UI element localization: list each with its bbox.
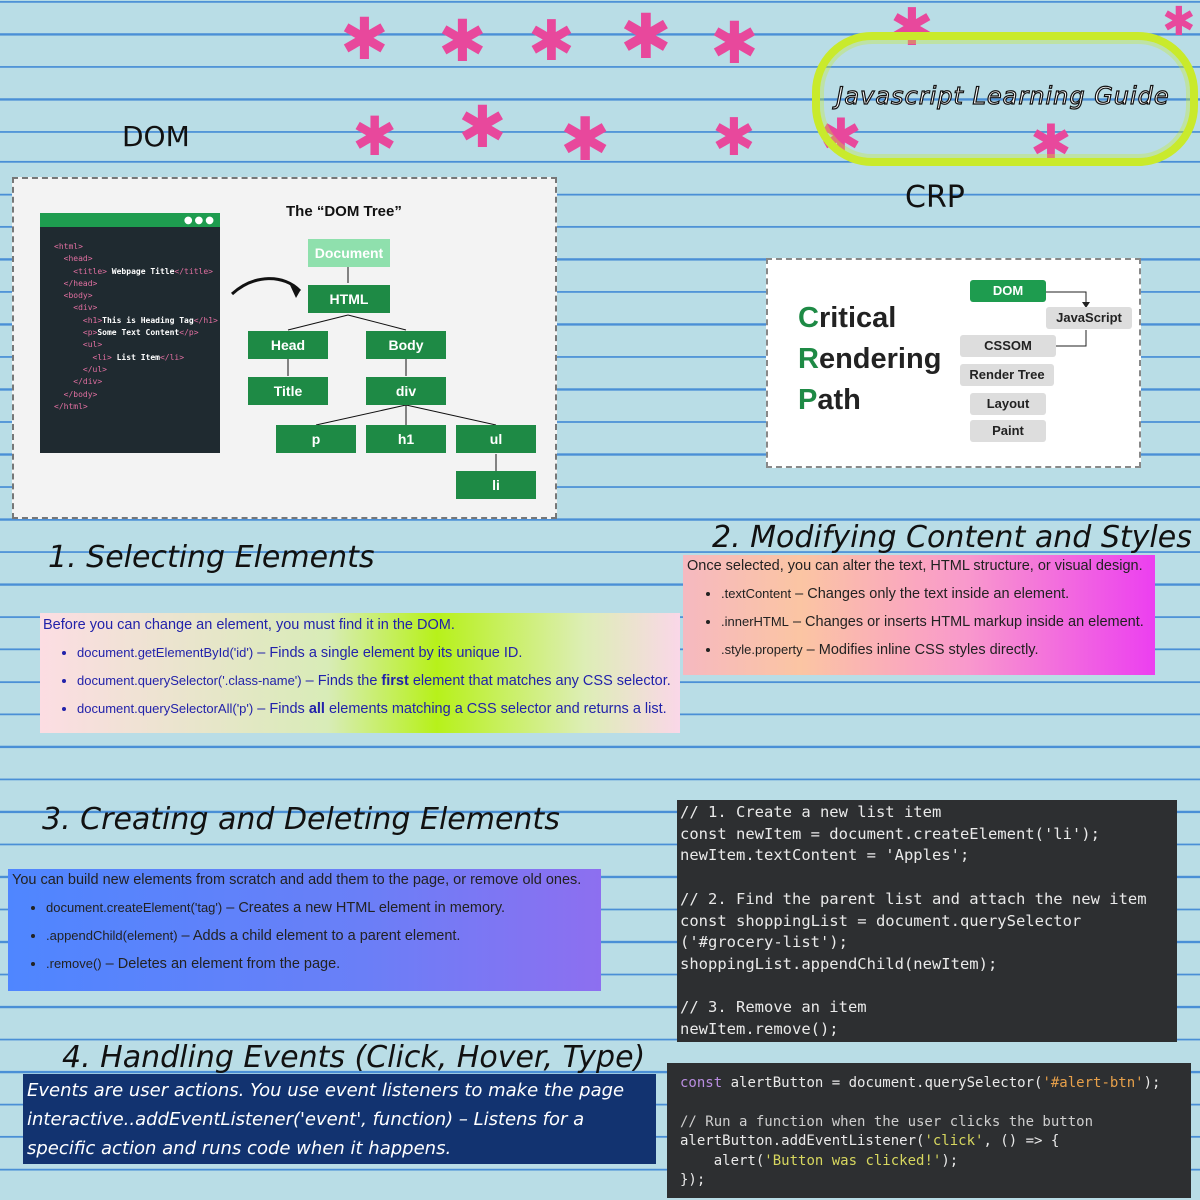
section-1-list: document.getElementById('id') – Finds a …: [43, 645, 677, 717]
page-title: Javascript Learning Guide: [836, 81, 1170, 110]
section-2-lead: Once selected, you can alter the text, H…: [687, 558, 1143, 574]
code-line: });: [680, 1172, 706, 1189]
html-code-line: <title> Webpage Title</title>: [54, 266, 213, 276]
tree-node-h1: h1: [366, 425, 446, 453]
code-line: [680, 976, 1174, 998]
list-item: document.getElementById('id') – Finds a …: [77, 645, 677, 661]
html-code-window: ●●● <html> <head> <title> Webpage Title<…: [40, 213, 220, 453]
star-icon: ✱: [620, 0, 672, 73]
dom-tree-figure: ●●● <html> <head> <title> Webpage Title<…: [12, 177, 557, 519]
section-4-heading: 4. Handling Events (Click, Hover, Type): [62, 1040, 646, 1075]
html-code-line: <h1>This is Heading Tag</h1>: [54, 315, 218, 325]
code-line: const newItem = document.createElement('…: [680, 824, 1100, 843]
crp-node-render-tree: Render Tree: [960, 364, 1054, 386]
code-block-event-listener: const alertButton = document.querySelect…: [667, 1063, 1191, 1198]
code-line: alert('Button was clicked!');: [680, 1152, 959, 1169]
code-block-create-delete: // 1. Create a new list item const newIte…: [677, 800, 1177, 1042]
html-code-line: <div>: [54, 303, 98, 313]
crp-word-critical: Critical: [798, 302, 897, 334]
crp-word-rendering: Rendering: [798, 343, 942, 375]
star-icon: ✱: [890, 0, 934, 58]
section-2-list: .textContent – Changes only the text ins…: [687, 586, 1151, 658]
star-icon: ✱: [340, 5, 389, 73]
star-icon: ✱: [438, 7, 487, 75]
section-2-heading: 2. Modifying Content and Styles: [712, 520, 1192, 555]
list-item: .appendChild(element) – Adds a child ele…: [46, 928, 597, 944]
html-code-line: <ul>: [54, 340, 103, 350]
star-icon: ✱: [352, 105, 398, 168]
html-code-line: </ul>: [54, 364, 107, 374]
tree-node-head: Head: [248, 331, 328, 359]
tree-node-ul: ul: [456, 425, 536, 453]
tree-node-body: Body: [366, 331, 446, 359]
tree-node-html: HTML: [308, 285, 390, 313]
html-code-line: </head>: [54, 278, 98, 288]
crp-node-cssom: CSSOM: [960, 335, 1056, 357]
star-icon: ✱: [1162, 0, 1196, 45]
star-icon: ✱: [712, 108, 756, 168]
list-item: .textContent – Changes only the text ins…: [721, 586, 1151, 602]
crp-node-javascript: JavaScript: [1046, 307, 1132, 329]
section-3-list: document.createElement('tag') – Creates …: [12, 900, 597, 972]
crp-node-dom: DOM: [970, 280, 1046, 302]
html-code-line: <p>Some Text Content</p>: [54, 328, 199, 338]
html-code-line: </html>: [54, 401, 88, 411]
html-code-line: </body>: [54, 389, 98, 399]
code-line: // 1. Create a new list item: [680, 803, 942, 821]
dom-label: DOM: [122, 120, 190, 153]
list-item: .remove() – Deletes an element from the …: [46, 956, 597, 972]
code-line: // 3. Remove an item: [680, 998, 867, 1017]
crp-label: CRP: [905, 180, 965, 215]
crp-connectors: [1042, 291, 1090, 350]
section-1-heading: 1. Selecting Elements: [48, 540, 375, 575]
list-item: document.querySelectorAll('p') – Finds a…: [77, 701, 677, 717]
section-3-heading: 3. Creating and Deleting Elements: [42, 802, 560, 837]
code-line: const alertButton = document.querySelect…: [680, 1075, 1161, 1091]
crp-node-layout: Layout: [970, 393, 1046, 415]
code-line: // 2. Find the parent list and attach th…: [680, 889, 1147, 908]
code-line: shoppingList.appendChild(newItem);: [680, 954, 998, 973]
section-2-box: Once selected, you can alter the text, H…: [683, 555, 1155, 675]
list-item: .innerHTML – Changes or inserts HTML mar…: [721, 614, 1151, 630]
html-code-listing: <html> <head> <title> Webpage Title</tit…: [54, 241, 218, 413]
title-cloud-outline: [812, 32, 1198, 166]
code-line: newItem.remove();: [680, 1020, 839, 1038]
star-icon: ✱: [458, 93, 507, 161]
window-dots-icon: ●●●: [183, 215, 216, 226]
code-line: newItem.textContent = 'Apples';: [680, 846, 970, 865]
html-code-line: <head>: [54, 254, 93, 264]
crp-node-paint: Paint: [970, 420, 1046, 442]
code-line: alertButton.addEventListener('click', ()…: [680, 1133, 1060, 1150]
star-icon: ✱: [710, 9, 759, 77]
tree-node-title: Title: [248, 377, 328, 405]
code-line: ('#grocery-list');: [680, 933, 848, 952]
tree-node-div: div: [366, 377, 446, 405]
tree-node-p: p: [276, 425, 356, 453]
html-code-line: <html>: [54, 242, 83, 251]
list-item: .style.property – Modifies inline CSS st…: [721, 642, 1151, 658]
dom-tree-connectors: [230, 267, 497, 471]
html-code-line: </div>: [54, 377, 103, 387]
section-3-lead: You can build new elements from scratch …: [12, 872, 582, 888]
crp-word-path: Path: [798, 384, 861, 416]
dom-tree-title: The “DOM Tree”: [286, 203, 402, 220]
code-line: [680, 867, 1174, 889]
code-comment: // Run a function when the user clicks t…: [680, 1113, 1094, 1130]
tree-node-document: Document: [308, 239, 390, 267]
list-item: document.createElement('tag') – Creates …: [46, 900, 597, 916]
html-code-line: <body>: [54, 291, 93, 301]
section-1-box: Before you can change an element, you mu…: [40, 613, 680, 733]
section-1-lead: Before you can change an element, you mu…: [43, 617, 455, 633]
html-code-line: <li> List Item</li>: [54, 352, 185, 362]
list-item: document.querySelector('.class-name') – …: [77, 673, 677, 689]
star-icon: ✱: [560, 105, 611, 175]
code-line: const shoppingList = document.querySelec…: [680, 911, 1082, 930]
star-icon: ✱: [528, 9, 575, 74]
section-3-box: You can build new elements from scratch …: [8, 869, 601, 991]
section-4-box: Events are user actions. You use event l…: [23, 1074, 656, 1164]
crp-figure: Critical Rendering Path DOM JavaScript C…: [766, 258, 1141, 468]
tree-node-li: li: [456, 471, 536, 499]
